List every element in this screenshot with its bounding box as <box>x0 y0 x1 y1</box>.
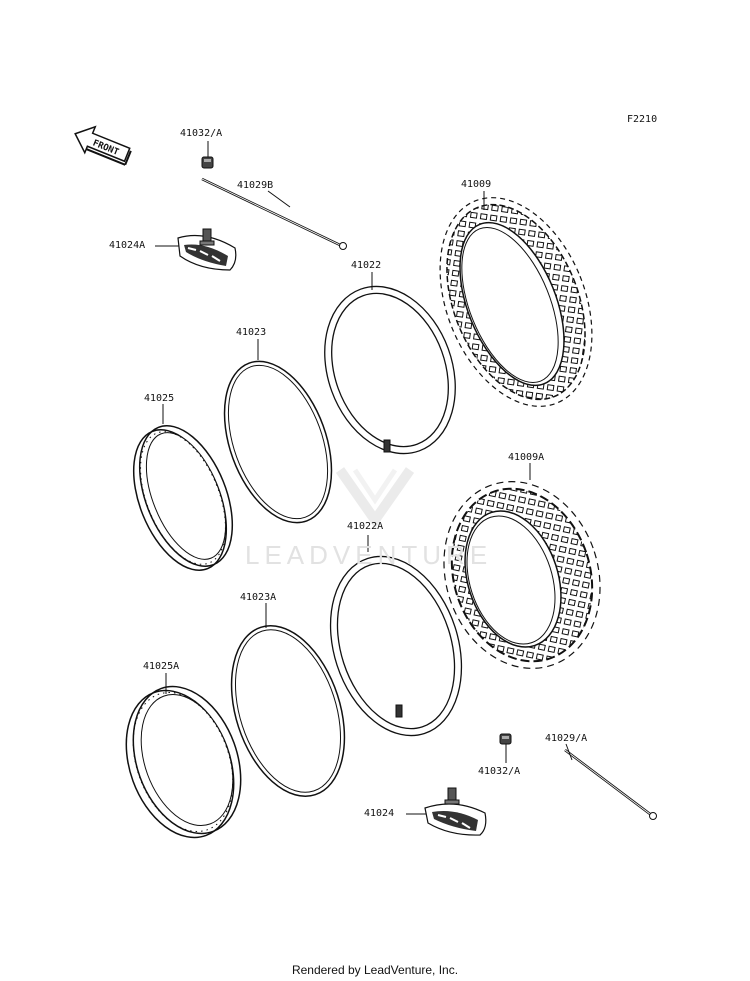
part-label-41029a[interactable]: 41029/A <box>545 733 588 744</box>
spoke-41029b[interactable] <box>201 177 347 250</box>
part-label-41024[interactable]: 41024 <box>364 808 395 819</box>
part-label-41032a-top[interactable]: 41032/A <box>180 128 223 139</box>
tire-41009a[interactable] <box>420 461 623 689</box>
part-label-41022[interactable]: 41022 <box>351 260 382 271</box>
part-label-41023a[interactable]: 41023A <box>240 592 277 603</box>
rim-41025a[interactable] <box>107 671 260 852</box>
rim-tape-41023[interactable] <box>204 339 352 537</box>
valve-cap-41032a-top[interactable] <box>201 141 214 169</box>
part-label-41025a[interactable]: 41025A <box>143 661 180 672</box>
rim-41025[interactable] <box>115 404 251 584</box>
part-label-41029b[interactable]: 41029B <box>237 180 274 191</box>
rim-lock-41024a[interactable] <box>155 228 237 271</box>
part-label-41022a[interactable]: 41022A <box>347 521 384 532</box>
diagram-code: F2210 <box>627 114 658 125</box>
footer-credit: Rendered by LeadVenture, Inc. <box>291 963 459 977</box>
spoke-41029a[interactable] <box>564 743 657 820</box>
tube-41022a[interactable] <box>309 535 484 753</box>
watermark-logo <box>335 467 415 529</box>
part-label-41023[interactable]: 41023 <box>236 327 267 338</box>
part-label-41009a[interactable]: 41009A <box>508 452 545 463</box>
part-label-41025[interactable]: 41025 <box>144 393 175 404</box>
valve-cap-41032a-bottom[interactable] <box>499 733 512 763</box>
rim-tape-41023a[interactable] <box>211 603 364 811</box>
tube-41022[interactable] <box>302 268 477 472</box>
watermark-text: LEADVENTURE <box>245 540 493 570</box>
tire-41009[interactable] <box>411 175 621 429</box>
rim-lock-41024[interactable] <box>406 787 487 836</box>
part-label-41032a-bottom[interactable]: 41032/A <box>478 766 521 777</box>
part-label-41024a[interactable]: 41024A <box>109 240 146 251</box>
front-arrow-icon: FRONT <box>74 125 132 166</box>
part-label-41009[interactable]: 41009 <box>461 179 492 190</box>
